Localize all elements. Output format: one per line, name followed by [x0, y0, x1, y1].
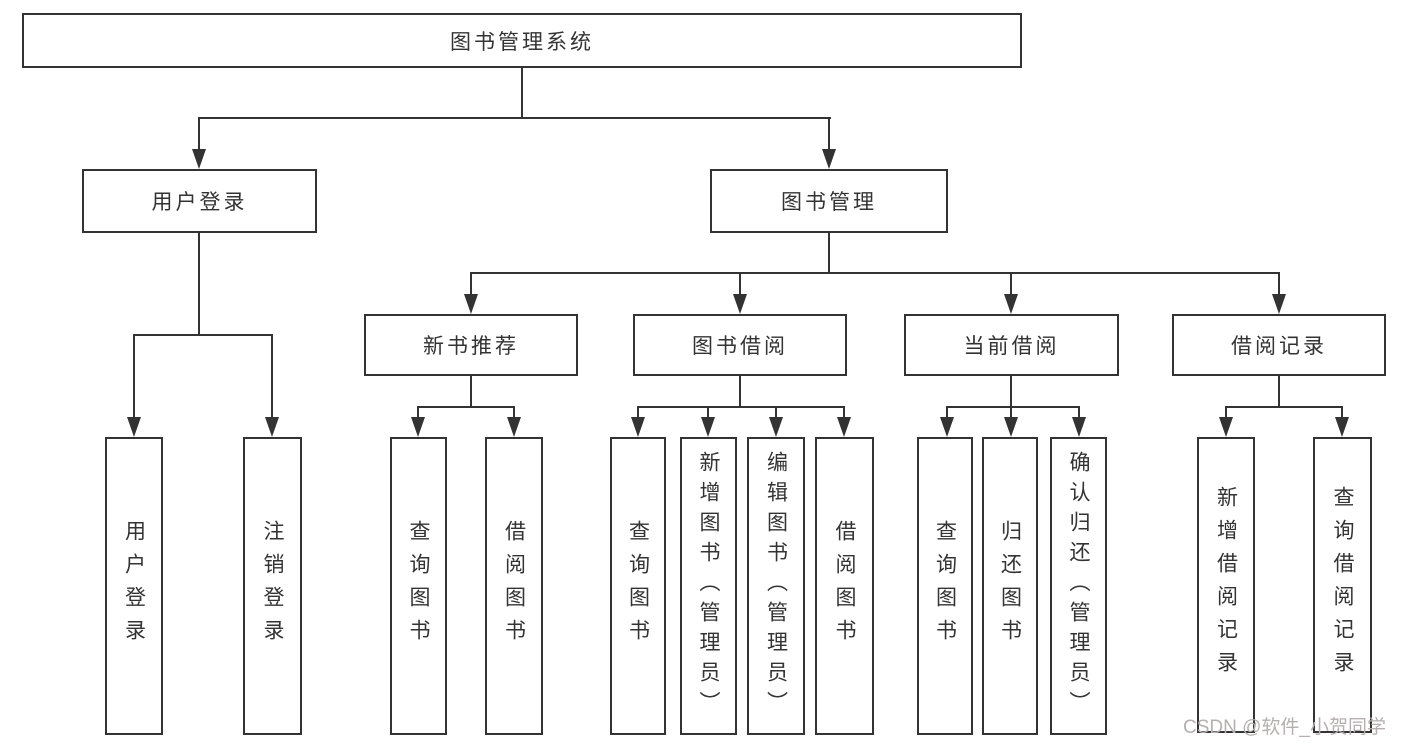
node-label: 确认归还（管理员）: [1067, 451, 1090, 721]
node-label: 用户登录: [151, 191, 248, 214]
leaf-query-borrow-record: 查询借阅记录: [1313, 437, 1372, 733]
connector-line: [470, 272, 1280, 274]
arrow-down-icon: [1072, 417, 1086, 437]
node-label: 图书管理系统: [450, 30, 594, 54]
node-book-management: 图书管理: [710, 169, 948, 233]
leaf-query-books-borrow: 查询图书: [610, 437, 666, 735]
node-label: 借阅图书: [833, 520, 856, 652]
connector-line: [946, 406, 1080, 408]
arrow-down-icon: [822, 149, 836, 169]
connector-line: [1341, 406, 1343, 419]
connector-line: [637, 406, 639, 419]
arrow-down-icon: [127, 417, 141, 437]
node-label: 查询借阅记录: [1331, 486, 1354, 684]
connector-line: [775, 406, 777, 419]
node-label: 借阅图书: [502, 520, 526, 652]
leaf-edit-books-admin: 编辑图书（管理员）: [747, 437, 805, 735]
leaf-borrow-books: 借阅图书: [815, 437, 874, 735]
node-label: 新书推荐: [423, 335, 519, 358]
arrow-down-icon: [1335, 417, 1349, 437]
connector-line: [637, 406, 845, 408]
node-label: 归还图书: [998, 520, 1022, 652]
connector-line: [133, 334, 273, 336]
leaf-user-login: 用户登录: [105, 437, 163, 735]
connector-line: [198, 117, 200, 150]
node-label: 新增图书（管理员）: [697, 451, 720, 721]
connector-line: [1010, 406, 1012, 419]
connector-line: [946, 406, 948, 419]
arrow-down-icon: [265, 417, 279, 437]
connector-line: [843, 406, 845, 419]
arrow-down-icon: [1004, 294, 1018, 314]
arrow-down-icon: [769, 417, 783, 437]
arrow-down-icon: [1219, 417, 1233, 437]
node-label: 图书管理: [781, 191, 877, 214]
connector-line: [1010, 376, 1012, 408]
connector-line: [828, 233, 830, 274]
connector-line: [739, 272, 741, 295]
connector-line: [198, 233, 200, 336]
connector-line: [739, 376, 741, 408]
connector-line: [521, 68, 523, 118]
node-book-borrow: 图书借阅: [633, 314, 847, 376]
connector-line: [271, 334, 273, 418]
arrow-down-icon: [1272, 294, 1286, 314]
connector-line: [1010, 272, 1012, 295]
connector-line: [1225, 406, 1227, 419]
connector-line: [828, 117, 830, 150]
leaf-confirm-return-admin: 确认归还（管理员）: [1050, 437, 1107, 735]
node-label: 注销登录: [261, 520, 284, 652]
node-label: 用户登录: [122, 520, 146, 652]
node-label: 图书借阅: [692, 335, 788, 358]
leaf-logout: 注销登录: [243, 437, 302, 735]
arrow-down-icon: [733, 294, 747, 314]
arrow-down-icon: [940, 417, 954, 437]
node-label: 当前借阅: [963, 335, 1060, 358]
node-label: 查询图书: [626, 520, 650, 652]
leaf-query-books-recommend: 查询图书: [390, 437, 447, 735]
connector-line: [133, 334, 135, 418]
node-label: 查询图书: [933, 520, 957, 652]
node-label: 编辑图书（管理员）: [764, 451, 788, 721]
arrow-down-icon: [1004, 417, 1018, 437]
node-current-borrow: 当前借阅: [904, 314, 1119, 376]
arrow-down-icon: [631, 417, 645, 437]
node-label: 查询图书: [407, 520, 430, 652]
leaf-return-books: 归还图书: [982, 437, 1038, 735]
leaf-add-borrow-record: 新增借阅记录: [1197, 437, 1255, 733]
arrow-down-icon: [411, 417, 425, 437]
connector-line: [417, 406, 419, 419]
connector-line: [1225, 406, 1343, 408]
node-label: 新增借阅记录: [1214, 486, 1238, 684]
leaf-borrow-books-recommend: 借阅图书: [485, 437, 543, 735]
connector-line: [1278, 272, 1280, 295]
arrow-down-icon: [464, 294, 478, 314]
node-label: 借阅记录: [1231, 335, 1327, 358]
connector-line: [513, 406, 515, 419]
connector-line: [417, 406, 515, 408]
node-new-book-recommend: 新书推荐: [364, 314, 578, 376]
arrow-down-icon: [837, 417, 851, 437]
connector-line: [1278, 376, 1280, 408]
node-borrow-records: 借阅记录: [1172, 314, 1386, 376]
connector-line: [470, 376, 472, 408]
arrow-down-icon: [192, 149, 206, 169]
arrow-down-icon: [507, 417, 521, 437]
connector-line: [1078, 406, 1080, 419]
connector-line: [470, 272, 472, 295]
csdn-watermark: CSDN @软件_小贺同学: [1183, 717, 1386, 738]
leaf-add-books-admin: 新增图书（管理员）: [680, 437, 737, 735]
node-system-root: 图书管理系统: [22, 13, 1022, 68]
connector-line: [707, 406, 709, 419]
node-user-login: 用户登录: [82, 169, 317, 233]
leaf-query-books-current: 查询图书: [917, 437, 973, 735]
arrow-down-icon: [701, 417, 715, 437]
connector-line: [198, 117, 831, 119]
